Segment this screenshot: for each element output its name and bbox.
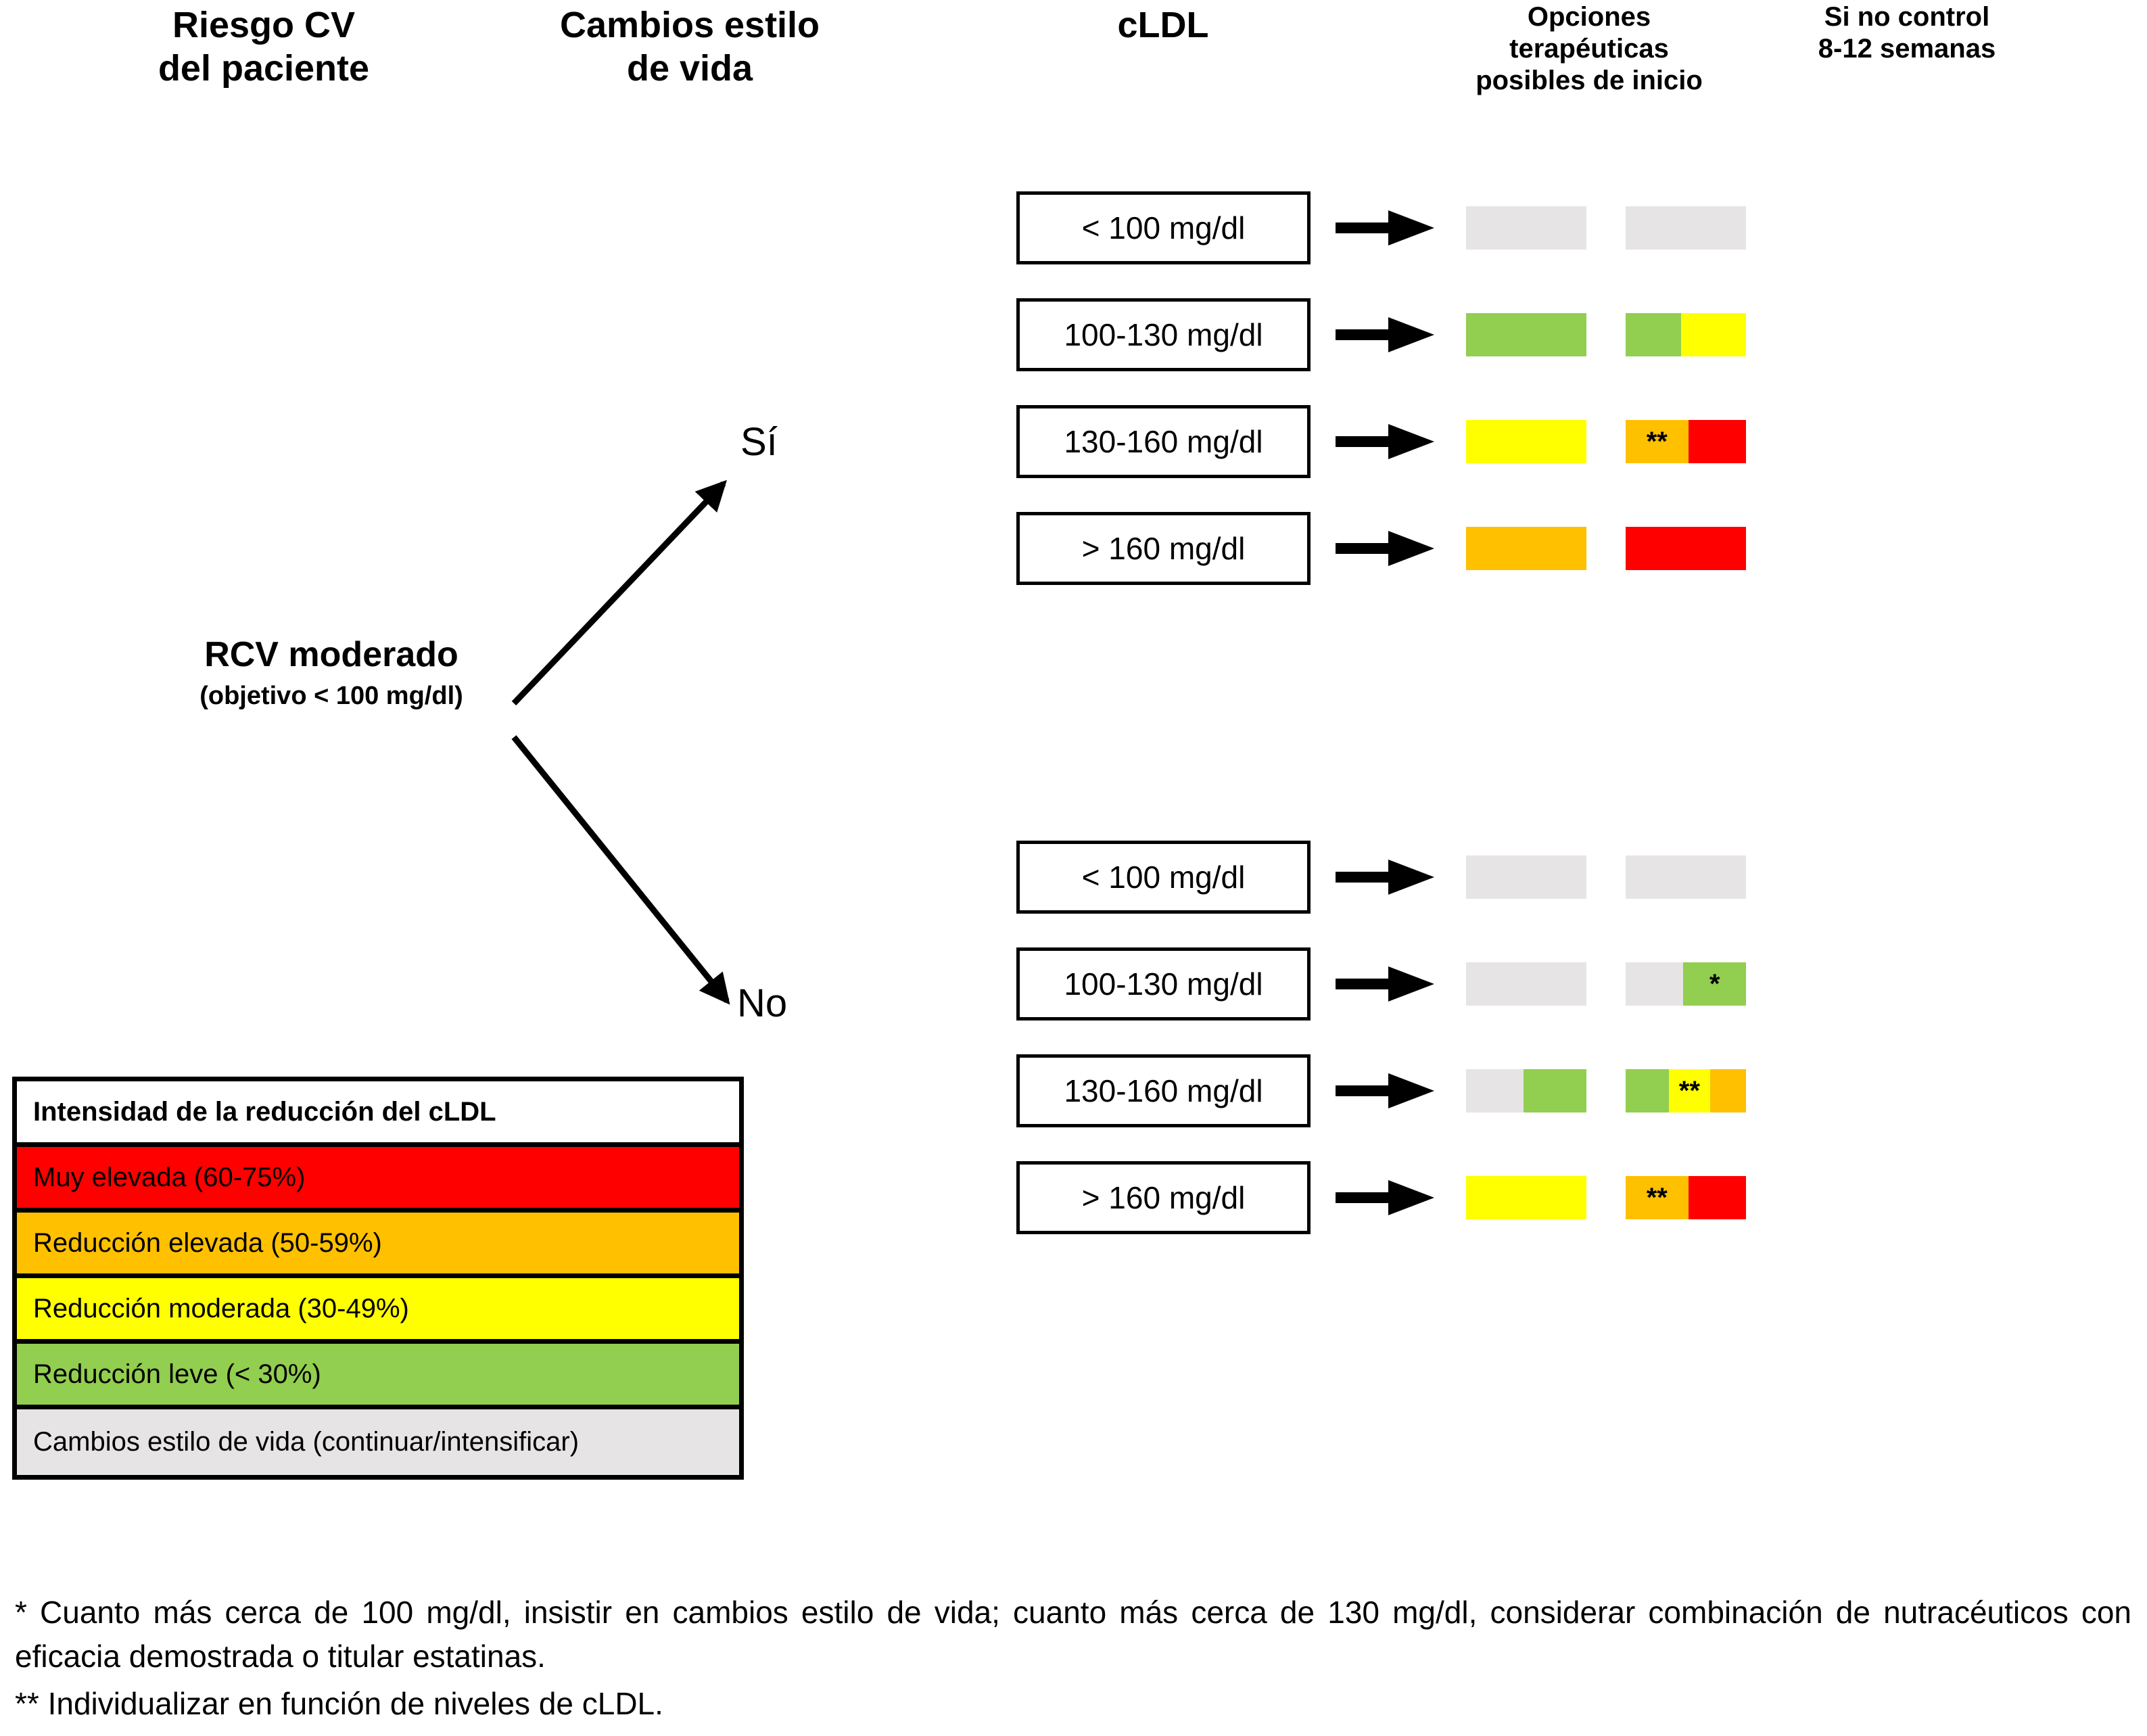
legend-intensidad-reduccion-cldl: Intensidad de la reducción del cLDL Muy …	[12, 1077, 744, 1480]
bar-segment: *	[1683, 962, 1746, 1006]
bar-segment	[1709, 1069, 1746, 1112]
column-header-si-no-control: Si no control 8-12 semanas	[1818, 2, 1996, 64]
legend-item: Reducción moderada (30-49%)	[17, 1278, 739, 1344]
cldl-range-box[interactable]: < 100 mg/dl	[1016, 841, 1311, 914]
cldl-range-box[interactable]: 130-160 mg/dl	[1016, 405, 1311, 478]
bar-segment	[1466, 313, 1586, 356]
bar-si_no_control	[1626, 855, 1746, 899]
row-arrow-icon	[1336, 1180, 1434, 1215]
footnotes: * Cuanto más cerca de 100 mg/dl, insisti…	[15, 1591, 2131, 1729]
column-header-opciones-terapeuticas: Opciones terapéuticas posibles de inicio	[1476, 2, 1703, 96]
bar-si_no_control: **	[1626, 1069, 1746, 1112]
bar-segment	[1466, 855, 1586, 899]
row-arrow-icon	[1336, 424, 1434, 459]
branch-line-si	[511, 479, 727, 706]
root-node-rcv-moderado: RCV moderado (objetivo < 100 mg/dl)	[122, 635, 541, 712]
bar-si_no_control	[1626, 313, 1746, 356]
cldl-range-box[interactable]: > 160 mg/dl	[1016, 512, 1311, 585]
legend-item: Muy elevada (60-75%)	[17, 1147, 739, 1213]
cldl-range-box[interactable]: 130-160 mg/dl	[1016, 1054, 1311, 1127]
bar-opciones	[1466, 855, 1586, 899]
bar-segment	[1626, 313, 1681, 356]
bar-segment	[1626, 1069, 1670, 1112]
branch-arrows	[511, 479, 730, 1005]
bar-opciones	[1466, 1069, 1586, 1112]
bar-segment	[1680, 313, 1746, 356]
bar-segment	[1626, 855, 1746, 899]
bar-segment	[1466, 206, 1586, 250]
bar-opciones	[1466, 313, 1586, 356]
bar-segment	[1688, 420, 1746, 463]
branch-label-si: Sí	[740, 420, 778, 464]
bar-segment	[1626, 206, 1746, 250]
cldl-range-box[interactable]: 100-130 mg/dl	[1016, 298, 1311, 371]
row-arrow-icon	[1336, 966, 1434, 1002]
bar-si_no_control	[1626, 206, 1746, 250]
row-arrow-icon	[1336, 860, 1434, 895]
bar-segment	[1466, 1176, 1586, 1219]
column-header-riesgo-cv: Riesgo CV del paciente	[158, 5, 370, 89]
bar-segment	[1626, 962, 1684, 1006]
branch-label-no: No	[737, 981, 788, 1025]
row-arrow-icon	[1336, 1073, 1434, 1108]
bar-si_no_control: **	[1626, 1176, 1746, 1219]
cldl-range-box[interactable]: 100-130 mg/dl	[1016, 947, 1311, 1021]
bar-segment	[1466, 527, 1586, 570]
column-header-cambios-estilo-vida: Cambios estilo de vida	[559, 5, 820, 89]
bar-si_no_control: **	[1626, 420, 1746, 463]
legend-item: Reducción leve (< 30%)	[17, 1344, 739, 1409]
legend-title: Intensidad de la reducción del cLDL	[17, 1081, 739, 1147]
root-node-subtitle: (objetivo < 100 mg/dl)	[199, 682, 463, 711]
bar-segment	[1688, 1176, 1746, 1219]
footnote-double-asterisk: ** Individualizar en función de niveles …	[15, 1685, 663, 1721]
bar-segment	[1524, 1069, 1586, 1112]
bar-opciones	[1466, 206, 1586, 250]
footnote-single-asterisk: * Cuanto más cerca de 100 mg/dl, insisti…	[15, 1595, 2131, 1674]
bar-segment	[1626, 527, 1746, 570]
bar-opciones	[1466, 962, 1586, 1006]
bar-segment: **	[1669, 1069, 1710, 1112]
bar-opciones	[1466, 420, 1586, 463]
cldl-range-box[interactable]: < 100 mg/dl	[1016, 191, 1311, 264]
bar-segment: **	[1626, 420, 1689, 463]
cldl-range-box[interactable]: > 160 mg/dl	[1016, 1161, 1311, 1234]
legend-item: Cambios estilo de vida (continuar/intens…	[17, 1409, 739, 1475]
legend-items: Muy elevada (60-75%)Reducción elevada (5…	[17, 1147, 739, 1475]
bar-segment	[1466, 1069, 1524, 1112]
root-node-title: RCV moderado	[204, 635, 458, 674]
row-arrow-icon	[1336, 210, 1434, 245]
column-header-cldl: cLDL	[1117, 5, 1209, 45]
row-arrow-icon	[1336, 317, 1434, 352]
legend-item: Reducción elevada (50-59%)	[17, 1213, 739, 1278]
bar-opciones	[1466, 1176, 1586, 1219]
bar-si_no_control: *	[1626, 962, 1746, 1006]
bar-opciones	[1466, 527, 1586, 570]
row-arrow-icon	[1336, 531, 1434, 566]
bar-segment	[1466, 962, 1586, 1006]
bar-segment: **	[1626, 1176, 1689, 1219]
bar-segment	[1466, 420, 1586, 463]
branch-line-no	[511, 735, 730, 1005]
bar-si_no_control	[1626, 527, 1746, 570]
